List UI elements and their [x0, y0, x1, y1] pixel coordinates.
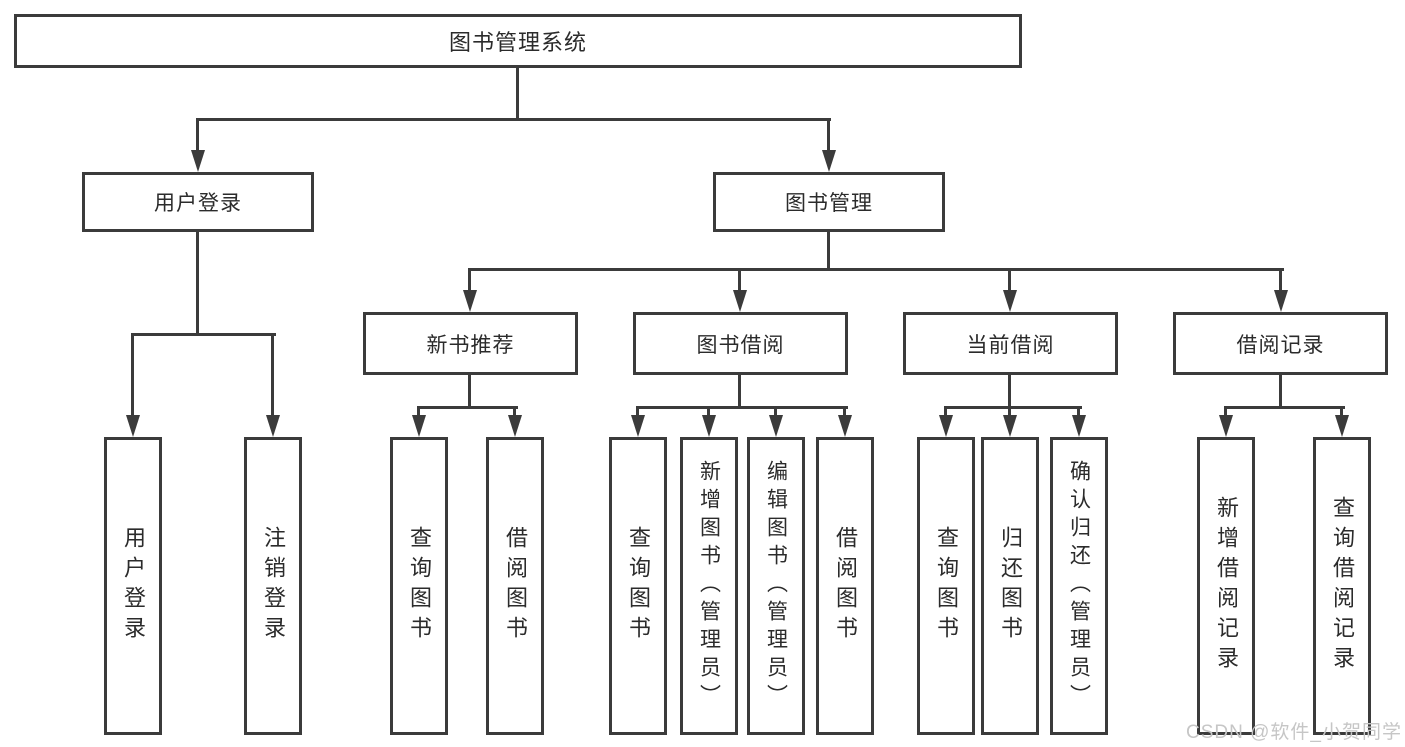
connector-root-hline	[196, 118, 831, 121]
connector-leaf-stem	[1340, 406, 1343, 418]
connector-new-books-hline	[417, 406, 518, 409]
connector-book-borrow-stem2	[738, 375, 741, 409]
leaf-confirm-return-admin: 确认归还（管理员）	[1050, 437, 1108, 735]
leaf-label: 新增图书（管理员）	[697, 460, 721, 712]
leaf-return-books: 归还图书	[981, 437, 1039, 735]
connector-current-borrow-stem2	[1008, 375, 1011, 409]
node-current-borrowing: 当前借阅	[903, 312, 1118, 375]
node-label: 借阅记录	[1236, 333, 1325, 357]
leaf-add-borrow-record: 新增借阅记录	[1197, 437, 1255, 735]
connector-to-current-borrow-stem	[1008, 268, 1011, 293]
node-new-book-recommend: 新书推荐	[363, 312, 578, 375]
connector-leaf-stem	[843, 406, 846, 418]
leaf-add-books-admin: 新增图书（管理员）	[680, 437, 738, 735]
connector-to-user-login-stem	[196, 118, 199, 154]
leaf-label: 查询图书	[934, 526, 959, 646]
arrowhead-leaf	[1003, 415, 1017, 437]
node-user-login: 用户登录	[82, 172, 314, 232]
connector-user-login-stem	[196, 232, 199, 335]
arrowhead-to-book-borrow	[733, 290, 747, 312]
connector-to-borrow-records-stem	[1279, 268, 1282, 293]
connector-root-stem	[516, 68, 519, 120]
arrowhead-leaf	[508, 415, 522, 437]
leaf-label: 编辑图书（管理员）	[764, 460, 788, 712]
connector-leaf-stem	[1077, 406, 1080, 418]
leaf-label: 注销登录	[261, 526, 286, 646]
connector-user-login-hline	[131, 333, 276, 336]
connector-borrow-records-hline	[1224, 406, 1345, 409]
leaf-query-books-3: 查询图书	[917, 437, 975, 735]
node-label: 图书管理	[785, 192, 873, 215]
connector-book-mgmt-stem	[827, 232, 830, 270]
connector-to-leaf-login-stem	[131, 333, 134, 417]
node-library-management-system: 图书管理系统	[14, 14, 1022, 68]
connector-current-borrow-hline	[944, 406, 1082, 409]
leaf-label: 查询借阅记录	[1330, 496, 1355, 676]
node-book-borrowing: 图书借阅	[633, 312, 848, 375]
arrowhead-leaf	[1072, 415, 1086, 437]
leaf-query-books-2: 查询图书	[609, 437, 667, 735]
arrowhead-to-book-mgmt	[822, 150, 836, 172]
leaf-label: 确认归还（管理员）	[1067, 460, 1091, 712]
leaf-borrow-books-2: 借阅图书	[816, 437, 874, 735]
node-label: 图书管理系统	[448, 30, 587, 55]
connector-to-leaf-logout-stem	[271, 333, 274, 417]
leaf-user-login: 用户登录	[104, 437, 162, 735]
arrowhead-leaf	[1335, 415, 1349, 437]
connector-level2-hline	[468, 268, 1284, 271]
connector-leaf-stem	[1008, 406, 1011, 418]
arrowhead-leaf	[769, 415, 783, 437]
csdn-watermark: CSDN @软件_小贺同学	[1186, 722, 1402, 743]
arrowhead-leaf	[838, 415, 852, 437]
connector-to-new-books-stem	[468, 268, 471, 293]
connector-new-books-stem	[468, 375, 471, 409]
leaf-edit-books-admin: 编辑图书（管理员）	[747, 437, 805, 735]
leaf-label: 借阅图书	[503, 526, 528, 646]
leaf-logout: 注销登录	[244, 437, 302, 735]
leaf-borrow-books-1: 借阅图书	[486, 437, 544, 735]
node-label: 图书借阅	[696, 333, 785, 357]
arrowhead-to-user-login	[191, 150, 205, 172]
leaf-label: 归还图书	[998, 526, 1023, 646]
leaf-query-books-1: 查询图书	[390, 437, 448, 735]
arrowhead-leaf	[412, 415, 426, 437]
node-label: 新书推荐	[426, 333, 515, 357]
leaf-label: 查询图书	[626, 526, 651, 646]
node-label: 用户登录	[154, 192, 242, 215]
arrowhead-leaf	[702, 415, 716, 437]
arrowhead-to-borrow-records	[1274, 290, 1288, 312]
arrowhead-leaf	[939, 415, 953, 437]
arrowhead-to-current-borrow	[1003, 290, 1017, 312]
leaf-query-borrow-record: 查询借阅记录	[1313, 437, 1371, 735]
connector-to-book-mgmt-stem	[827, 118, 830, 154]
arrowhead-to-leaf-login	[126, 415, 140, 437]
leaf-label: 查询图书	[407, 526, 432, 646]
connector-leaf-stem	[417, 406, 420, 418]
connector-leaf-stem	[774, 406, 777, 418]
connector-leaf-stem	[944, 406, 947, 418]
node-book-management: 图书管理	[713, 172, 945, 232]
arrowhead-leaf	[631, 415, 645, 437]
leaf-label: 用户登录	[121, 526, 146, 646]
leaf-label: 新增借阅记录	[1214, 496, 1239, 676]
connector-to-book-borrow-stem	[738, 268, 741, 293]
connector-borrow-records-stem2	[1279, 375, 1282, 409]
connector-leaf-stem	[513, 406, 516, 418]
connector-leaf-stem	[707, 406, 710, 418]
arrowhead-to-new-books	[463, 290, 477, 312]
connector-leaf-stem	[636, 406, 639, 418]
leaf-label: 借阅图书	[833, 526, 858, 646]
node-label: 当前借阅	[966, 333, 1055, 357]
arrowhead-leaf	[1219, 415, 1233, 437]
node-borrowing-records: 借阅记录	[1173, 312, 1388, 375]
connector-book-borrow-hline	[636, 406, 848, 409]
arrowhead-to-leaf-logout	[266, 415, 280, 437]
connector-leaf-stem	[1224, 406, 1227, 418]
